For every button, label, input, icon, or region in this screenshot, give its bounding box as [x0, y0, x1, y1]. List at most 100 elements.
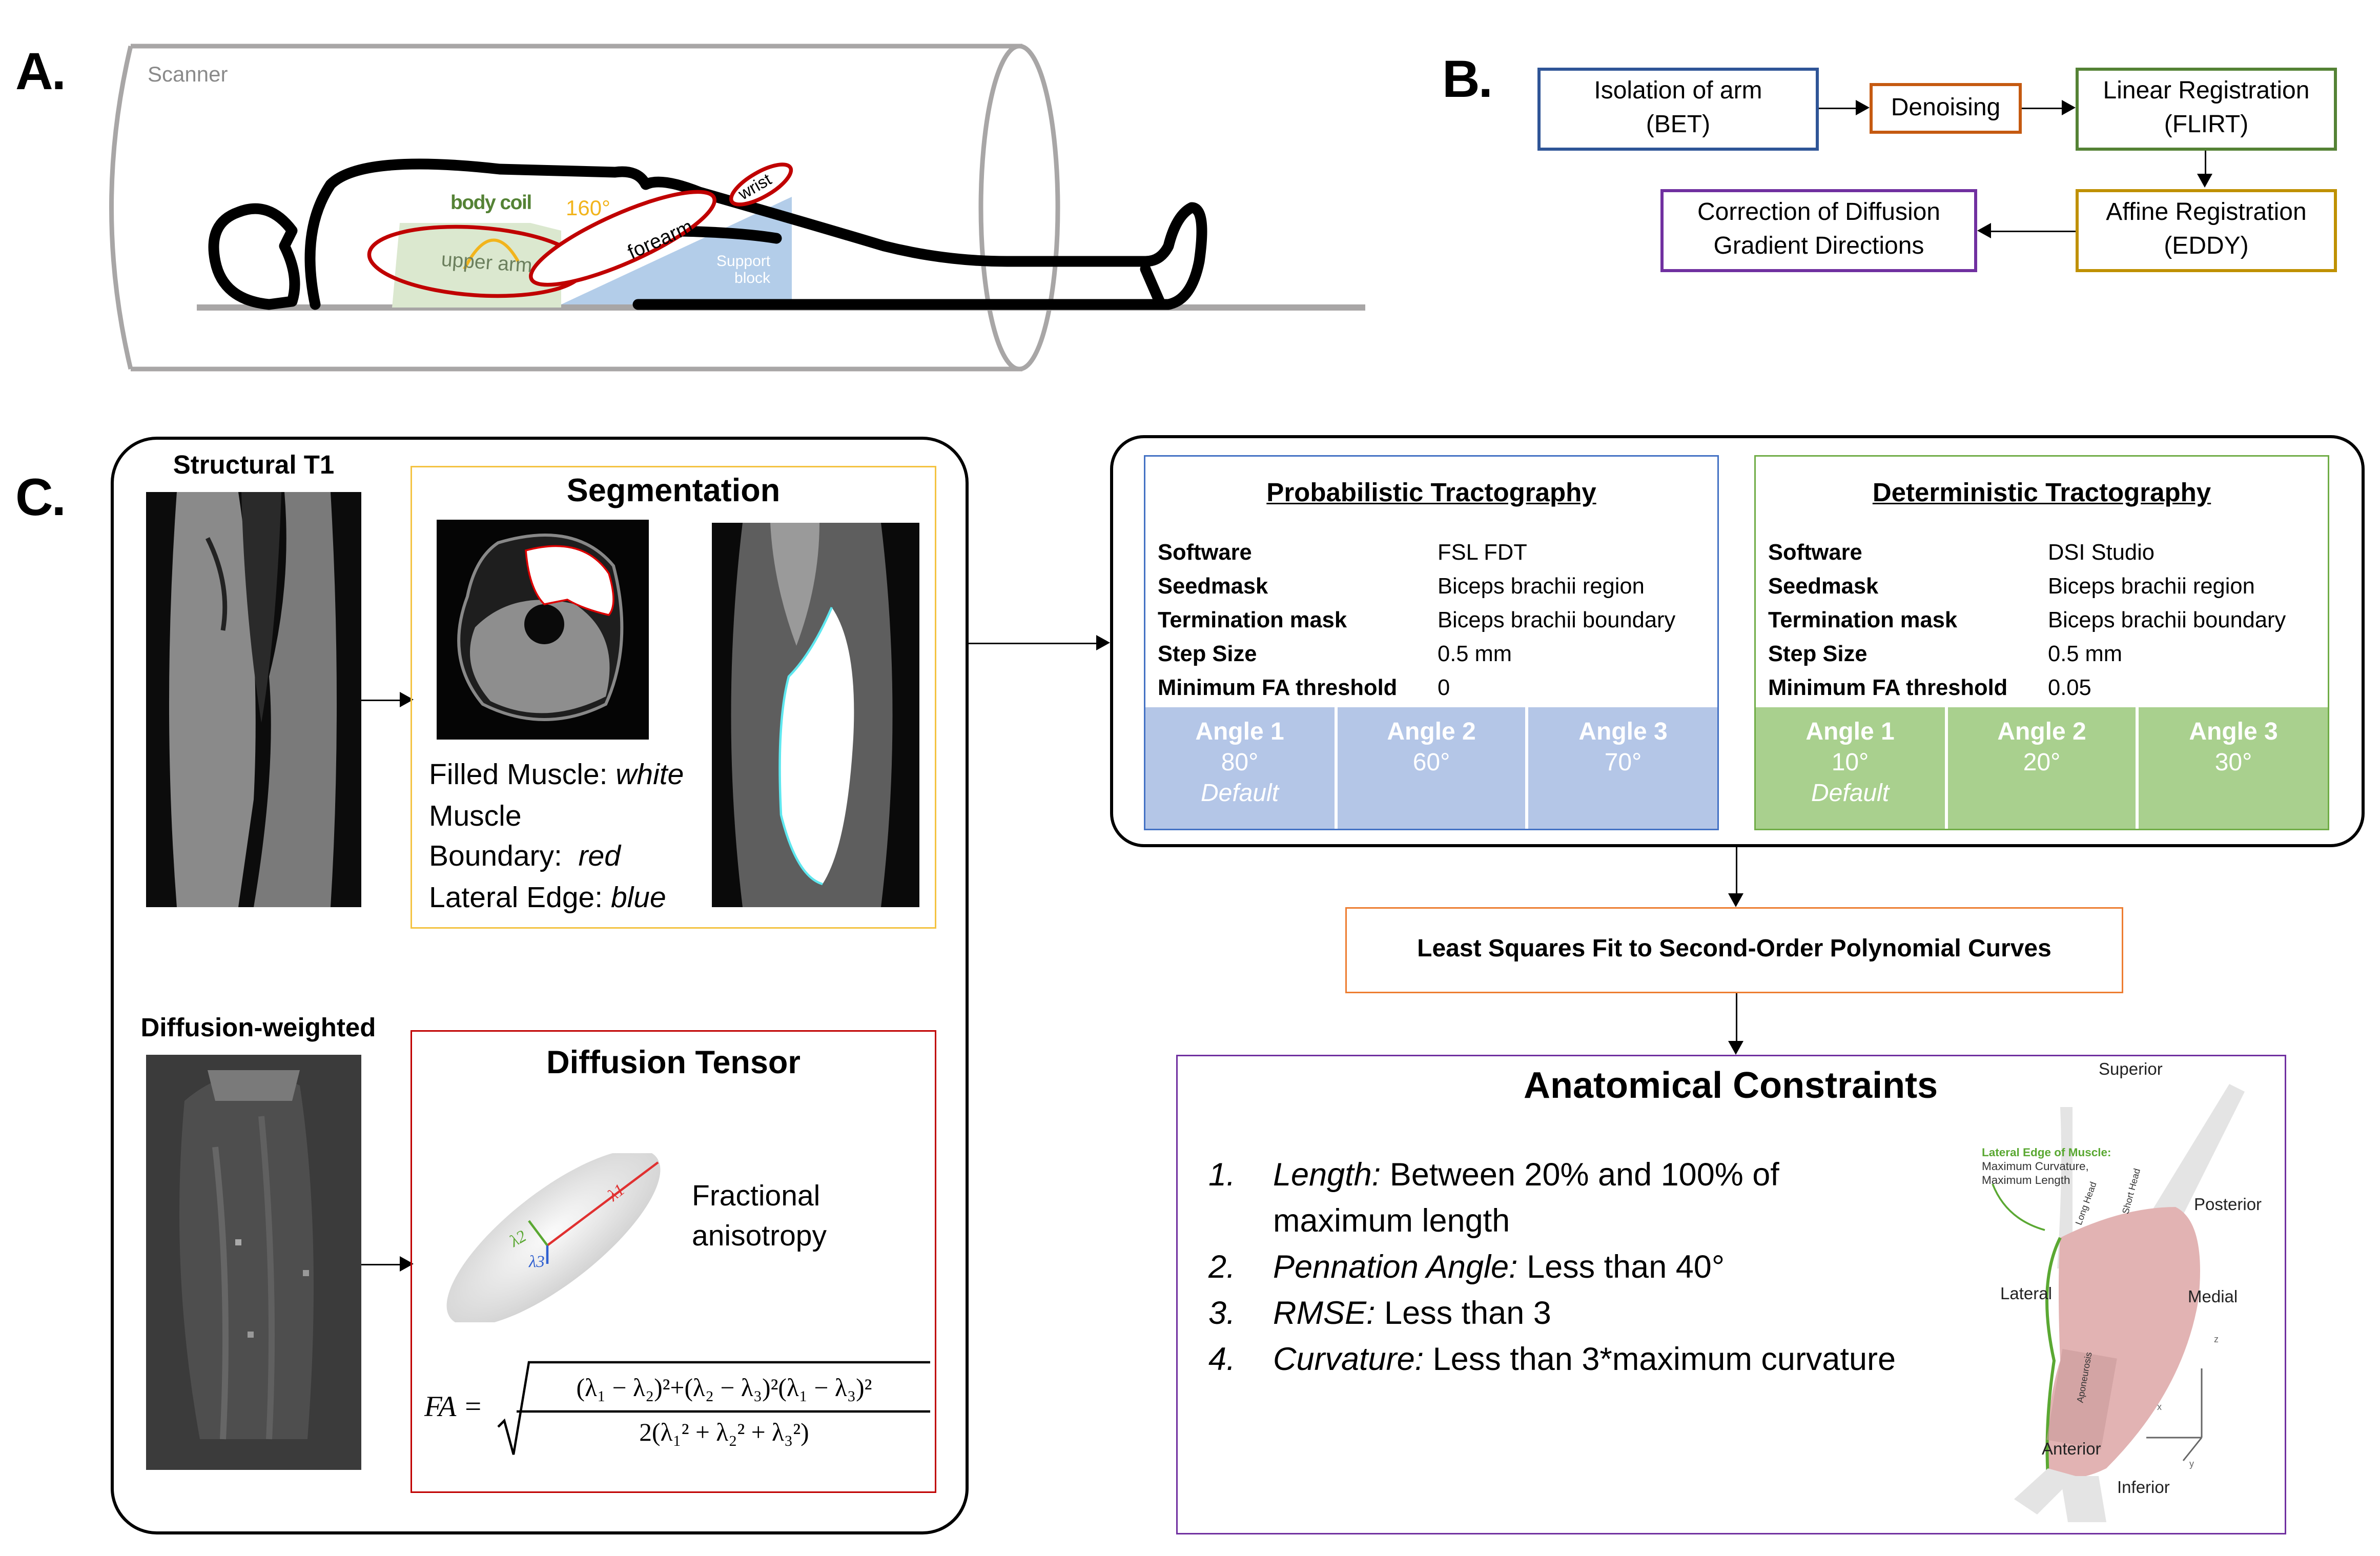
coronal-segmentation-image — [712, 523, 919, 907]
support-label-line-2: block — [734, 271, 771, 288]
angle-arc — [463, 238, 520, 270]
axes-icon — [2146, 1368, 2203, 1461]
lateral-edge-annotation: Lateral Edge of Muscle: Maximum Curvatur… — [1982, 1145, 2111, 1187]
label-medial: Medial — [2188, 1288, 2238, 1307]
diffusion-tensor-title: Diffusion Tensor — [546, 1046, 801, 1081]
scanner-diagram — [109, 44, 1365, 372]
body-coil-label: body coil — [450, 191, 532, 214]
least-squares-box: Least Squares Fit to Second-Order Polyno… — [1345, 907, 2123, 993]
lateral-edge-arrow — [1992, 1183, 2045, 1231]
segmentation-box — [411, 466, 936, 929]
formula-denominator: 2(λ₁² + λ₂² + λ₃²) — [639, 1418, 809, 1447]
constraint-item: 3.RMSE: Less than 3 — [1208, 1296, 1551, 1332]
tensor-ellipsoid — [446, 1153, 661, 1322]
axis-y-label: y — [2189, 1461, 2194, 1470]
legend-filled-muscle: Filled Muscle: white — [429, 760, 684, 792]
scanner-tube — [109, 44, 1060, 372]
support-label-line-1: Support — [716, 254, 771, 271]
segmentation-title: Segmentation — [566, 474, 781, 509]
lambda1-axis — [546, 1161, 659, 1246]
label-posterior: Posterior — [2194, 1196, 2262, 1215]
axis-x-label: x — [2157, 1404, 2162, 1413]
short-head-tendon — [2145, 1084, 2245, 1230]
lateral-edge-title: Lateral Edge of Muscle: — [1982, 1145, 2111, 1159]
long-head-tendon — [2057, 1107, 2073, 1268]
formula-lhs: FA = — [424, 1391, 483, 1424]
wrist-outline — [729, 162, 793, 207]
panel-label-c: C. — [15, 469, 66, 527]
biceps-diagram — [1992, 1084, 2245, 1522]
step-linear-line2: (FLIRT) — [2164, 112, 2249, 138]
structural-t1-image — [146, 492, 361, 907]
step-correction-line1: Correction of Diffusion — [1697, 200, 1940, 227]
fa-label: Fractional anisotropy — [692, 1178, 827, 1258]
segmentation-legend: Filled Muscle: white Muscle Boundary: re… — [429, 756, 684, 919]
diffusion-tensor-box — [411, 1030, 936, 1493]
angle-label: 160° — [566, 195, 610, 220]
constraint-item: 2.Pennation Angle: Less than 40° — [1208, 1250, 1725, 1285]
arrow-left-icon — [1977, 223, 1991, 238]
arrow-right-icon — [1856, 100, 1870, 115]
label-superior: Superior — [2099, 1061, 2163, 1079]
step-linear-registration: Linear Registration (FLIRT) — [2076, 68, 2337, 151]
legend-boundary: Boundary: red — [429, 841, 621, 873]
probabilistic-title: Probabilistic Tractography — [1266, 478, 1596, 507]
panel-label-a: A. — [15, 43, 66, 101]
label-inferior: Inferior — [2117, 1479, 2170, 1498]
deterministic-title: Deterministic Tractography — [1872, 478, 2211, 507]
arrow-right-icon — [2062, 100, 2076, 115]
step-linear-line1: Linear Registration — [2103, 79, 2310, 106]
label-anterior: Anterior — [2042, 1441, 2101, 1459]
step-correction-line2: Gradient Directions — [1713, 234, 1924, 260]
axial-segmentation-image — [437, 520, 649, 740]
fa-label-line2: anisotropy — [692, 1221, 827, 1253]
diffusion-weighted-title: Diffusion-weighted — [140, 1013, 376, 1042]
panel-label-b: B. — [1442, 51, 1493, 109]
anatomical-constraints-box — [1176, 1055, 2286, 1534]
least-squares-label: Least Squares Fit to Second-Order Polyno… — [1417, 936, 2051, 963]
step-isolation-line1: Isolation of arm — [1594, 79, 1762, 106]
lateral-edge-line1: Maximum Curvature, — [1982, 1159, 2089, 1173]
label-lateral: Lateral — [2000, 1285, 2052, 1304]
step-isolation-line2: (BET) — [1646, 112, 1711, 138]
constraint-item: 4.Curvature: Less than 3*maximum curvatu… — [1208, 1342, 1896, 1378]
lambda2-axis — [528, 1220, 548, 1246]
sqrt-icon — [497, 1361, 930, 1455]
lateral-edge — [2045, 1237, 2062, 1477]
step-isolation: Isolation of arm (BET) — [1537, 68, 1819, 151]
lambda3-label: λ3 — [529, 1253, 545, 1272]
scanner-label: Scanner — [148, 62, 228, 86]
legend-muscle: Muscle — [429, 800, 522, 833]
axis-z-label: z — [2214, 1336, 2219, 1345]
arrow-right-icon — [1096, 635, 1110, 650]
forearm-outline — [529, 190, 716, 287]
diffusion-weighted-image — [146, 1055, 361, 1470]
formula-numerator: (λ₁ − λ₂)²+(λ₂ − λ₃)²(λ₁ − λ₃)² — [576, 1373, 872, 1402]
step-affine-line1: Affine Registration — [2106, 200, 2307, 227]
step-denoising: Denoising — [1870, 83, 2022, 134]
